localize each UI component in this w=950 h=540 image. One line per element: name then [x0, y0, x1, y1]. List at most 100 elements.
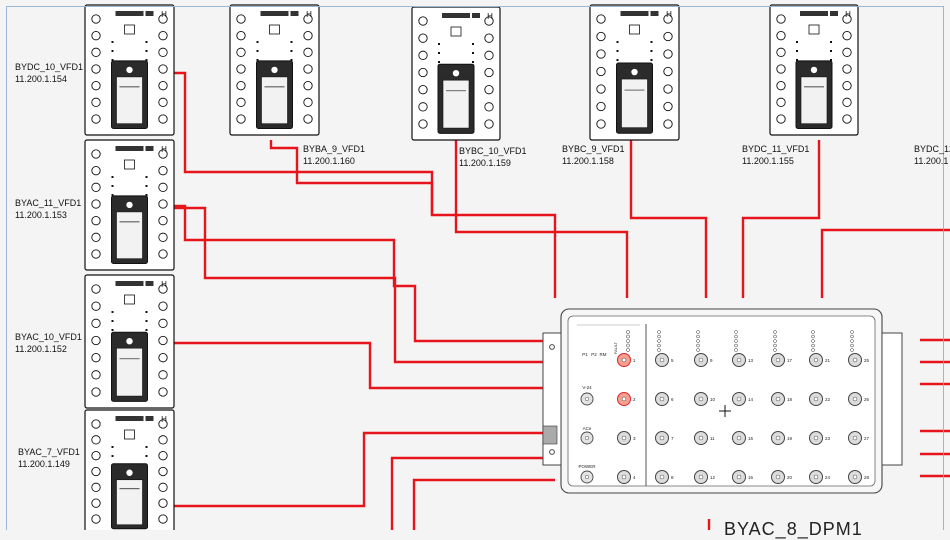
- port-label: 4: [633, 475, 636, 480]
- vfd-dot: [145, 41, 148, 43]
- terminal-right: [158, 249, 168, 259]
- terminal-right: [484, 33, 494, 43]
- vfd-dot: [145, 329, 148, 331]
- port-status-led: [734, 330, 738, 334]
- sheet-border-top: [6, 6, 944, 7]
- wire-10: [629, 140, 708, 298]
- terminal-right: [303, 81, 313, 91]
- terminal-left: [776, 114, 786, 124]
- dpm-ground-clip: [542, 425, 558, 445]
- port-number-label: 9: [710, 358, 713, 363]
- vfd-dot: [111, 446, 114, 448]
- terminal-right: [484, 16, 494, 26]
- vfd-keypad-face: [116, 76, 143, 125]
- port-status-led: [811, 334, 815, 339]
- wire-7: [390, 456, 555, 530]
- terminal-left: [91, 451, 101, 461]
- port-status-led: [696, 339, 700, 343]
- terminal-left: [596, 84, 606, 94]
- wire-1: [174, 71, 557, 298]
- terminal-left: [596, 14, 606, 24]
- vfd-bydc11: H: [769, 4, 859, 136]
- terminal-left: [418, 33, 428, 43]
- vfd-keypad-face: [116, 479, 143, 526]
- vfd-dot: [472, 43, 474, 45]
- status-led: [626, 343, 630, 348]
- port-number-label: 17: [787, 358, 793, 363]
- dpm-port-center: [736, 435, 742, 441]
- vfd-h-mark: H: [161, 280, 167, 289]
- wire-3: [174, 204, 555, 343]
- wire-12: [820, 228, 950, 298]
- port-status-led: [696, 334, 700, 339]
- dpm-port-center: [698, 396, 704, 402]
- port-status-led: [657, 339, 661, 343]
- port-number-label: 27: [864, 436, 870, 441]
- vfd-dot: [145, 446, 148, 448]
- port-status-led: [734, 348, 738, 352]
- terminal-right: [158, 81, 168, 91]
- dpm-port-center: [775, 396, 781, 402]
- dpm-port-center: [813, 396, 819, 402]
- vfd-keypad-logo: [631, 68, 638, 76]
- terminal-right: [484, 67, 494, 78]
- terminal-left: [91, 31, 101, 41]
- port-status-led: [696, 330, 700, 334]
- dpm-port-center: [852, 396, 858, 402]
- port-number-label: 26: [864, 397, 870, 402]
- port-number-label: 6: [671, 397, 674, 402]
- port-status-led: [811, 330, 815, 334]
- vfd-header-block: [442, 13, 470, 18]
- port-status-led: [657, 330, 661, 334]
- vfd-dot: [650, 50, 653, 52]
- vfd-bydc10: H: [84, 4, 175, 136]
- vfd-dot: [145, 455, 148, 457]
- terminal-right: [484, 50, 494, 60]
- port-status-led: [773, 348, 777, 352]
- terminal-right: [158, 284, 168, 294]
- port-status-led: [850, 343, 854, 348]
- terminal-left: [236, 31, 246, 41]
- terminal-left: [91, 335, 101, 346]
- vfd-h-mark: H: [306, 10, 312, 19]
- port-number-label: 14: [748, 397, 754, 402]
- vfd-small-display: [269, 24, 280, 35]
- dpm-right-mount: [881, 332, 903, 466]
- terminal-right: [663, 119, 673, 129]
- terminal-right: [158, 64, 168, 74]
- terminal-right: [842, 64, 852, 74]
- sheet-border-left: [6, 6, 7, 530]
- vfd-dot: [111, 176, 114, 178]
- terminal-left: [91, 318, 101, 328]
- terminal-right: [303, 114, 313, 124]
- port-status-led: [657, 348, 661, 352]
- terminal-left: [236, 64, 246, 74]
- dpm-port-center: [813, 435, 819, 441]
- wire-2: [269, 140, 434, 215]
- vfd-dot: [650, 41, 653, 43]
- terminal-left: [91, 387, 101, 397]
- terminal-right: [158, 232, 168, 242]
- terminal-left: [596, 119, 606, 129]
- terminal-left: [91, 166, 101, 176]
- port-status-led: [734, 334, 738, 339]
- terminal-right: [484, 119, 494, 129]
- vfd-dot: [438, 52, 440, 54]
- port-status-led: [773, 334, 777, 339]
- vfd-h-mark: H: [161, 145, 167, 154]
- port-number-label: 21: [825, 358, 831, 363]
- port-number-label: 24: [825, 475, 831, 480]
- terminal-right: [663, 101, 673, 112]
- terminal-left: [91, 466, 101, 477]
- vfd-header-block: [260, 11, 289, 16]
- vfd-dot: [111, 59, 114, 61]
- vfd-small-display: [629, 24, 640, 35]
- vfd-header-block: [800, 11, 828, 16]
- vfd-keypad-logo: [452, 69, 460, 77]
- wire-6: [174, 431, 555, 508]
- vfd-dot: [650, 59, 653, 61]
- terminal-left: [91, 301, 101, 311]
- terminal-left: [91, 114, 101, 124]
- vfd-dot: [830, 50, 832, 52]
